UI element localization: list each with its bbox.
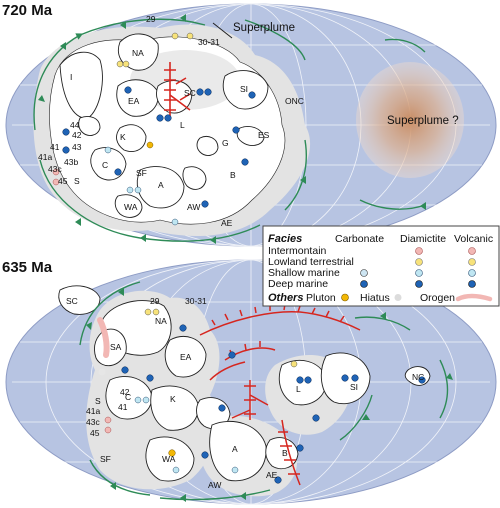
superplume-question-label: Superplume ? — [387, 115, 459, 127]
block-sc-635: SC — [66, 296, 78, 306]
block-ea-635: EA — [180, 352, 192, 362]
legend: Facies Carbonate Diamictite Volcanic Int… — [262, 225, 500, 307]
panel-720: 720 Ma Superplume Superplume ? NA EA SC … — [2, 2, 497, 247]
label-43b: 43b — [64, 157, 78, 167]
legend-pluton: Pluton — [306, 292, 336, 304]
sym-volcanic-shallow — [468, 269, 476, 277]
subduction-720 — [33, 14, 426, 244]
block-sf: SF — [136, 168, 147, 178]
block-na: NA — [132, 48, 144, 58]
label-43: 43 — [72, 142, 82, 152]
sym-diamictite-intermontain — [415, 247, 423, 255]
label-43c: 43c — [48, 164, 62, 174]
block-s: S — [74, 176, 80, 186]
sym-orogen — [455, 293, 493, 302]
label-41: 41 — [50, 142, 60, 152]
legend-hiatus: Hiatus — [360, 292, 390, 304]
label-29-635: 29 — [150, 296, 160, 306]
block-b-635: B — [282, 448, 288, 458]
block-l: L — [180, 120, 185, 130]
subduction-635 — [79, 281, 453, 502]
legend-row-lowland: Lowland terrestrial — [268, 256, 354, 268]
sym-diamictite-deep — [415, 280, 423, 288]
sym-volcanic-intermontain — [468, 247, 476, 255]
label-42-635: 42 — [120, 387, 130, 397]
legend-orogen: Orogen — [420, 292, 455, 304]
craton-outlines — [59, 33, 269, 218]
block-c: C — [102, 160, 108, 170]
block-wa: WA — [124, 202, 138, 212]
label-45: 45 — [58, 176, 68, 186]
block-ae-635: AE — [266, 470, 278, 480]
orogen-bar — [97, 317, 110, 358]
sym-carbonate-shallow — [360, 269, 368, 277]
block-sa-635: SA — [110, 342, 122, 352]
label-43c-635: 43c — [86, 417, 100, 427]
legend-row-deep: Deep marine — [268, 278, 328, 290]
block-k-635: K — [170, 394, 176, 404]
block-na-635: NA — [155, 316, 167, 326]
label-41a-635: 41a — [86, 406, 100, 416]
block-s-635: S — [95, 396, 101, 406]
block-sc: SC — [184, 88, 196, 98]
block-k: K — [120, 132, 126, 142]
facies-dots-720 — [52, 32, 256, 226]
sym-volcanic-lowland — [468, 258, 476, 266]
legend-facies-title: Facies — [268, 233, 302, 245]
block-onc: ONC — [285, 96, 304, 106]
legend-others-title: Others — [268, 292, 303, 304]
block-a: A — [158, 180, 164, 190]
land-635 — [58, 285, 431, 482]
block-aw: AW — [187, 202, 200, 212]
block-sf-635: SF — [100, 454, 111, 464]
label-45-635: 45 — [90, 428, 100, 438]
block-nc-635: NC — [412, 372, 424, 382]
facies-dots-635 — [98, 308, 426, 484]
rift-635 — [199, 303, 361, 486]
legend-row-shallow: Shallow marine — [268, 267, 340, 279]
label-30-31: 30-31 — [198, 37, 220, 47]
block-i: I — [70, 72, 72, 82]
block-wa-635: WA — [162, 454, 176, 464]
superplume-label: Superplume — [233, 22, 295, 34]
rift-720 — [164, 62, 191, 118]
block-si-635: SI — [350, 382, 358, 392]
superplume-pacific — [356, 62, 464, 178]
block-ae: AE — [221, 218, 233, 228]
legend-col-diamictite: Diamictite — [400, 233, 446, 245]
block-ea: EA — [128, 96, 140, 106]
sym-carbonate-deep — [360, 280, 368, 288]
block-b: B — [230, 170, 236, 180]
block-es: ES — [258, 130, 270, 140]
block-g: G — [222, 138, 229, 148]
label-41a: 41a — [38, 152, 52, 162]
label-44: 44 — [70, 120, 80, 130]
panel-635: 635 Ma SC NA EA SA SI NC L S C K A WA B … — [2, 259, 497, 505]
sym-diamictite-shallow — [415, 269, 423, 277]
sym-hiatus — [394, 294, 402, 301]
label-42: 42 — [72, 130, 82, 140]
label-30-31-635: 30-31 — [185, 296, 207, 306]
block-aw-635: AW — [208, 480, 221, 490]
sym-volcanic-deep — [468, 280, 476, 288]
label-29: 29 — [146, 14, 156, 24]
legend-col-carbonate: Carbonate — [335, 233, 384, 245]
panel-title: 720 Ma — [2, 2, 53, 19]
sym-diamictite-lowland — [415, 258, 423, 266]
sym-pluton — [341, 293, 349, 302]
block-l-635: L — [296, 384, 301, 394]
panel-title-635: 635 Ma — [2, 259, 53, 276]
legend-col-volcanic: Volcanic — [454, 233, 493, 245]
block-c-635: C — [125, 392, 131, 402]
label-41-635: 41 — [118, 402, 128, 412]
block-si: SI — [240, 84, 248, 94]
block-a-635: A — [232, 444, 238, 454]
legend-row-intermontain: Intermontain — [268, 245, 327, 257]
